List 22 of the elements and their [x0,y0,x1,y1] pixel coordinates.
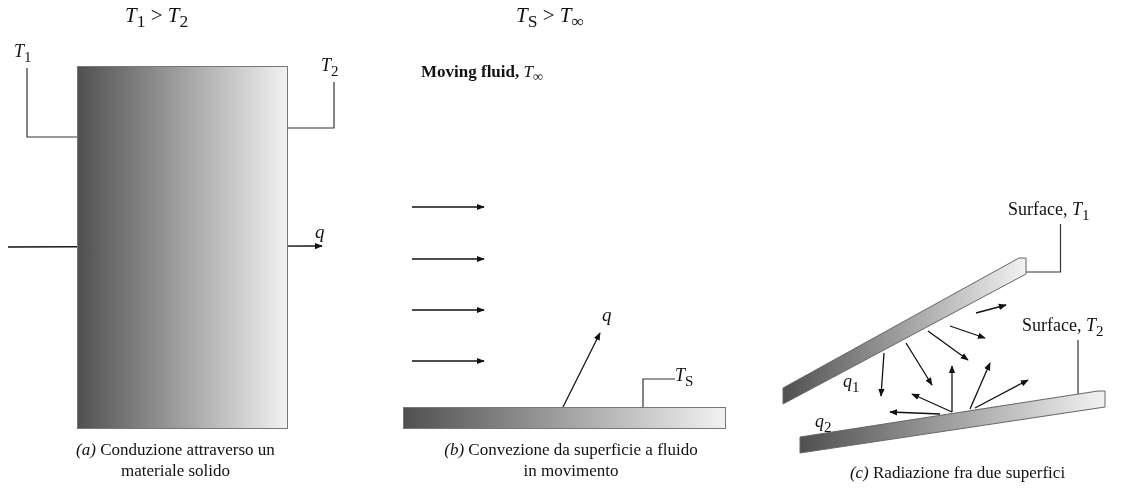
temperature-label: T$_{2}$ [321,56,340,80]
condition-label: T$_{1}$ > T$_{2}$ [125,4,189,32]
leader-line [26,67,78,138]
temperature-label: Surface, T$_{1}$ [1008,200,1091,224]
solid-slab [77,66,288,429]
heat-flux-label: q$_{2}$ [815,412,832,436]
plate-surface [403,407,726,429]
leader-line [642,378,676,408]
caption: (a) Conduzione attraverso un materiale solido [75,439,276,482]
temperature-label: T$_{1}$ [14,42,33,66]
heat-flux-label: q [315,222,325,243]
fluid-label: Moving fluid, T$_{∞}$ [421,63,544,85]
caption: (c) Radiazione fra due superfici [848,462,1067,484]
caption: (b) Convezione da superficie a fluido in movimento [443,439,699,482]
heat-flux-label: q$_{1}$ [843,372,860,396]
temperature-label: Surface, T$_{2}$ [1022,316,1105,340]
condition-label: T$_{S}$ > T$_{∞}$ [516,4,584,32]
leader-line [1077,339,1079,395]
temperature-label: T$_{S}$ [675,366,695,390]
leader-line [287,81,335,129]
leader-line [1025,223,1062,273]
heat-flux-label: q [602,305,612,326]
